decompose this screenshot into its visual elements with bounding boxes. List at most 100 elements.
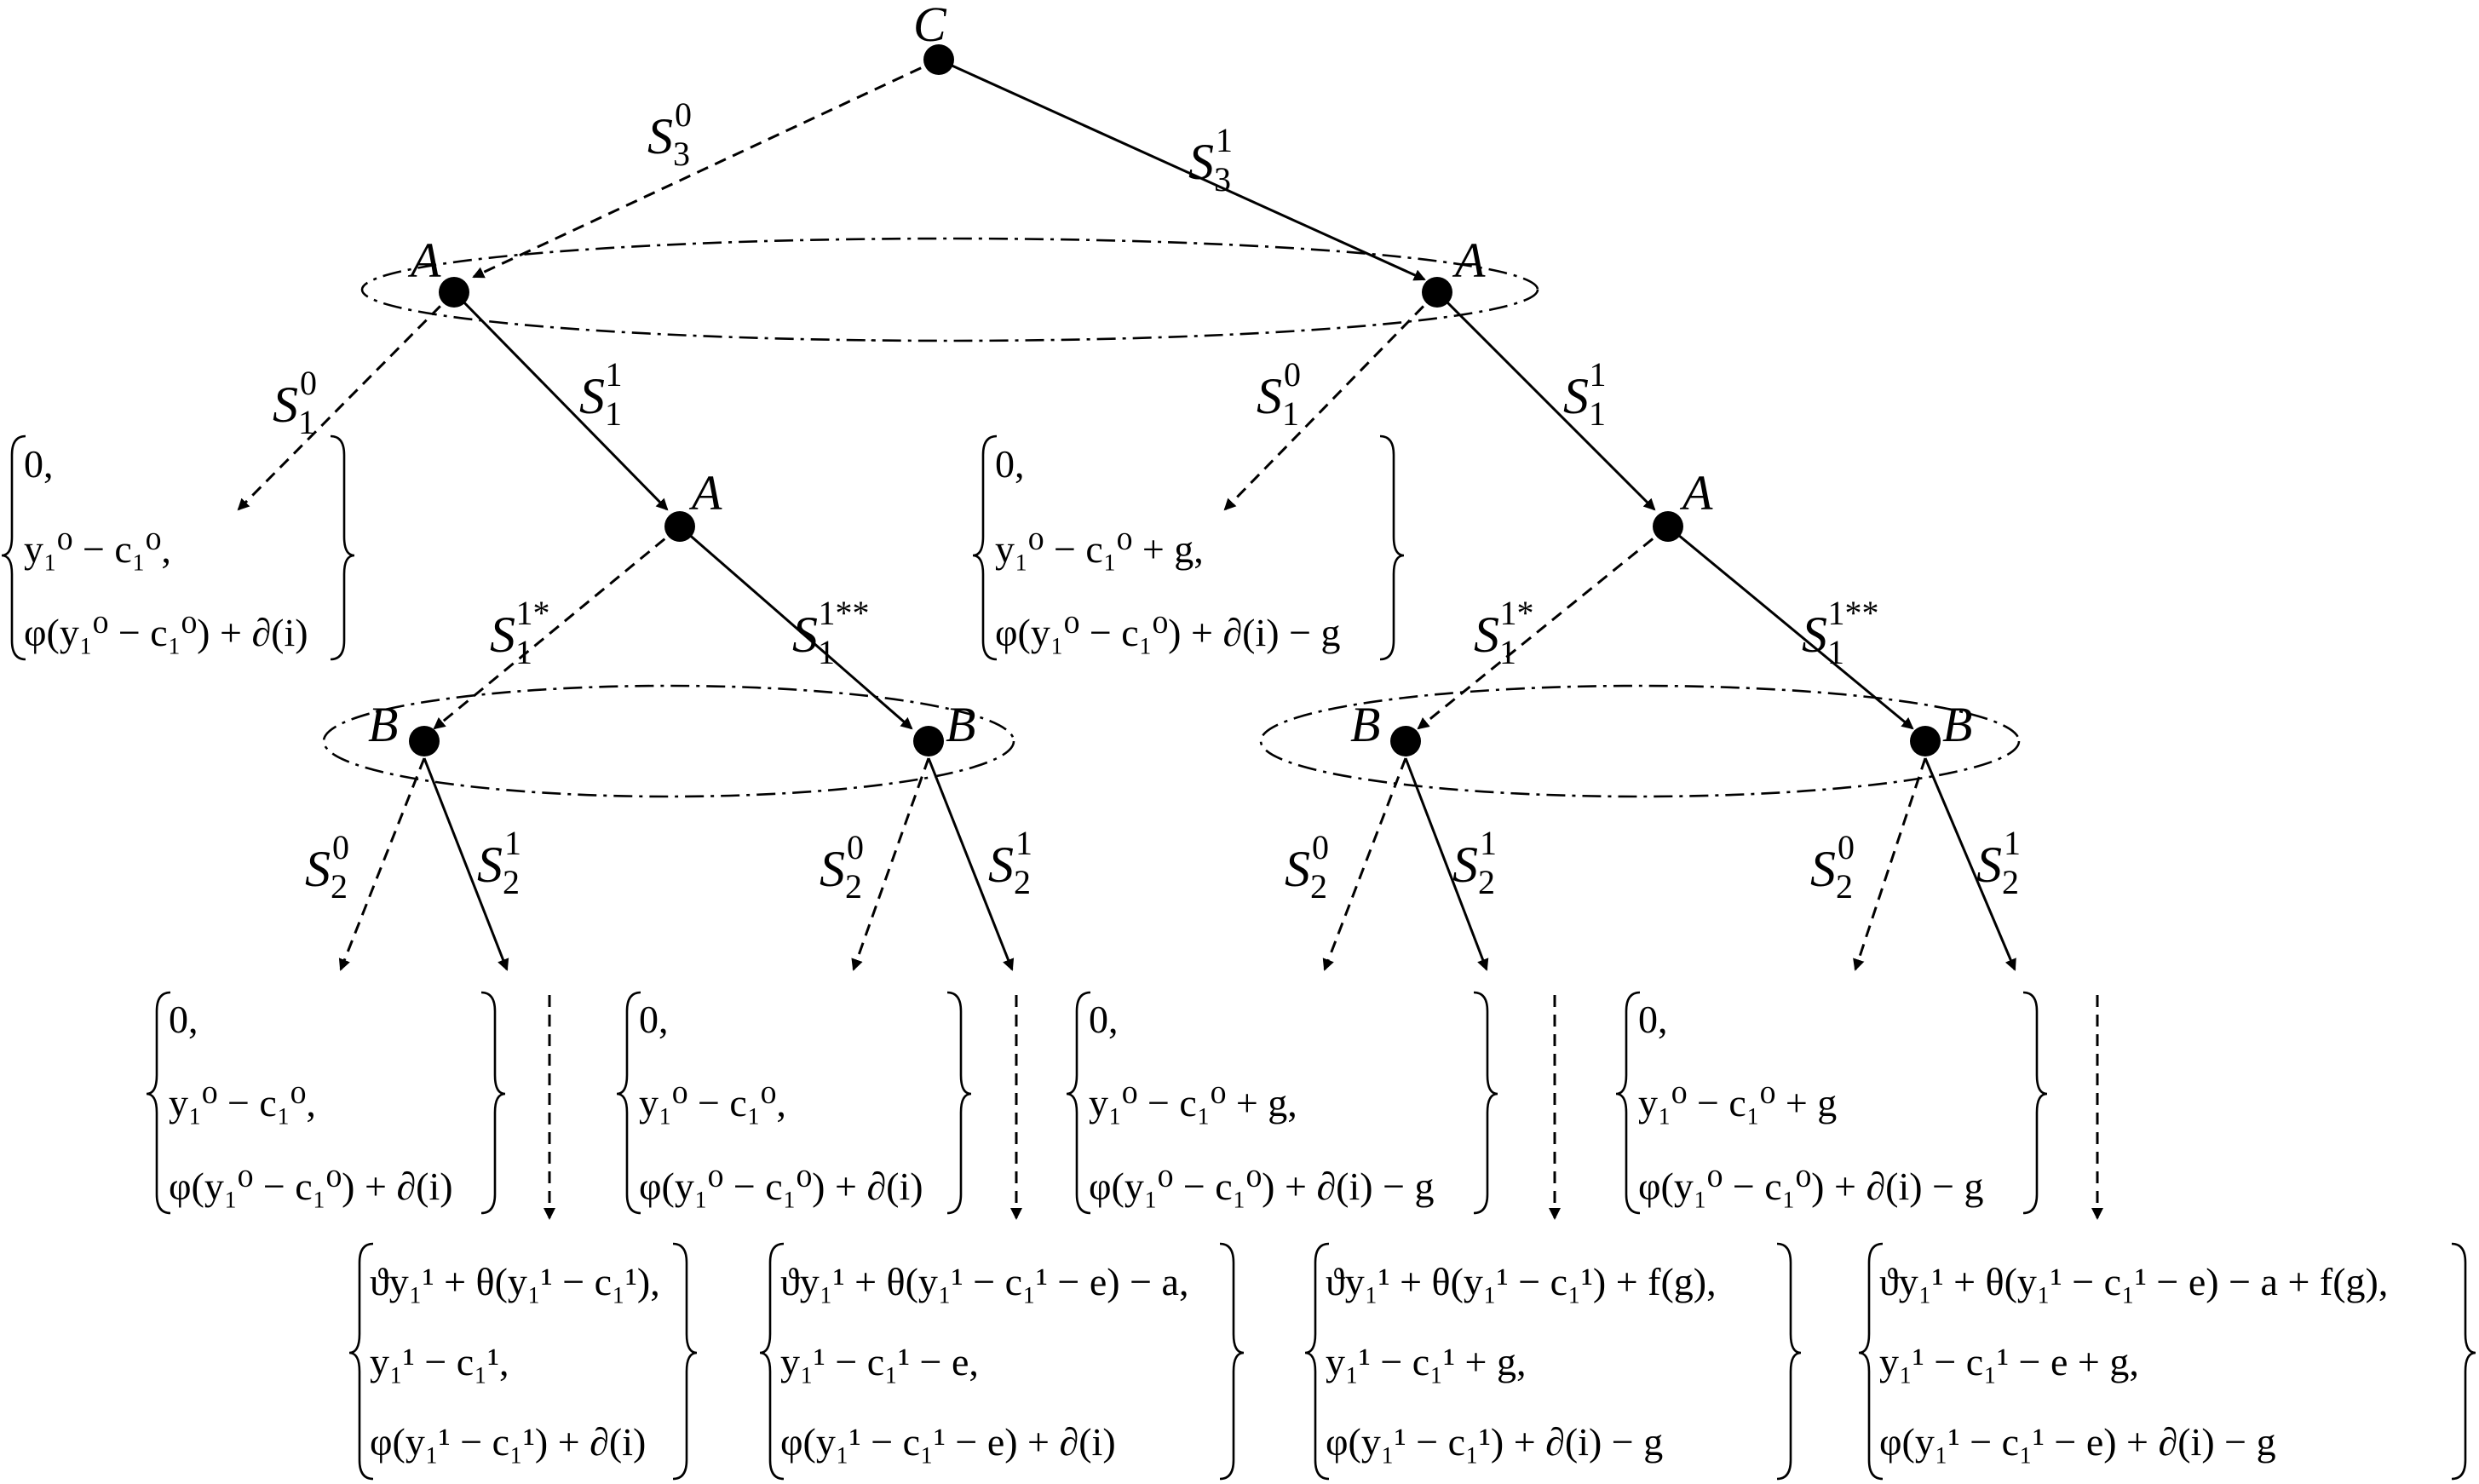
payoff-3-line-3: φ(y₁⁰ − c₁⁰) + ∂(i) (169, 1165, 453, 1208)
payoff-10-right-brace (2451, 1242, 2476, 1481)
edge-b3-s2-1 (1404, 757, 1489, 971)
payoff-2-left-brace (972, 434, 998, 661)
node-label-c: C (913, 0, 947, 52)
payoff-4: 0, y₁⁰ − c₁⁰, φ(y₁⁰ − c₁⁰) + ∂(i) (616, 991, 972, 1215)
edge-label-s1-1starstar-left: S11** (792, 594, 870, 671)
payoff-8: ϑy₁¹ + θ(y₁¹ − c₁¹ − e) − a, y₁¹ − c₁¹ −… (759, 1242, 1245, 1481)
payoffs: 0, y₁⁰ − c₁⁰, φ(y₁⁰ − c₁⁰) + ∂(i) 0, y₁⁰… (1, 434, 2476, 1481)
payoff-9-line-2: y₁¹ − c₁¹ + g, (1326, 1340, 1526, 1383)
payoff-7-line-1: ϑy₁¹ + θ(y₁¹ − c₁¹), (370, 1260, 660, 1303)
edge-a-mid-right-s1-1starstar (1667, 525, 1914, 730)
payoff-10-line-3: φ(y₁¹ − c₁¹ − e) + ∂(i) − g (1879, 1420, 2276, 1464)
payoff-10-line-1: ϑy₁¹ + θ(y₁¹ − c₁¹ − e) − a + f(g), (1879, 1260, 2388, 1303)
info-set-b-right (1259, 684, 2021, 798)
node-label-b2: B (946, 697, 975, 752)
payoff-4-left-brace (616, 991, 641, 1215)
edge-label-s2-1-b1: S21 (477, 824, 521, 901)
edge-label-s1-1-left: S11 (579, 355, 623, 433)
edge-label-s1-1star-left: S11* (490, 594, 550, 671)
payoff-4-line-3: φ(y₁⁰ − c₁⁰) + ∂(i) (639, 1165, 923, 1208)
payoff-4-right-brace (946, 991, 972, 1215)
info-set-a (360, 237, 1539, 342)
payoff-2-line-2: y₁⁰ − c₁⁰ + g, (995, 527, 1204, 571)
payoff-3-right-brace (480, 991, 506, 1215)
node-c (923, 44, 954, 75)
edge-b1-s2-1 (423, 757, 509, 971)
edge-labels: S30 S31 S10 S11 S10 S11 S11* S11** S11* … (273, 95, 2021, 906)
edge-label-s2-0-b3: S20 (1285, 828, 1329, 906)
edge-b4-s2-0 (1853, 757, 1927, 971)
payoff-9-left-brace (1304, 1242, 1330, 1481)
payoff-6-line-3: φ(y₁⁰ − c₁⁰) + ∂(i) − g (1638, 1165, 1984, 1208)
edge-b2-s2-1 (927, 757, 1015, 971)
payoff-9-line-1: ϑy₁¹ + θ(y₁¹ − c₁¹) + f(g), (1326, 1260, 1717, 1303)
node-b3 (1390, 726, 1421, 756)
payoff-1-left-brace (1, 434, 26, 661)
payoff-6: 0, y₁⁰ − c₁⁰ + g φ(y₁⁰ − c₁⁰) + ∂(i) − g (1615, 991, 2048, 1215)
edge-b3-s2-0 (1322, 757, 1407, 971)
node-label-a-left: A (407, 233, 441, 288)
node-a-right (1422, 277, 1452, 308)
edge-b1-s2-0 (338, 757, 426, 971)
edge-label-s2-0-b1: S20 (305, 828, 349, 906)
payoff-5-line-1: 0, (1089, 998, 1119, 1041)
edge-label-s2-0-b2: S20 (820, 828, 864, 906)
node-a-mid-right (1653, 511, 1683, 542)
edge-a-right-s1-1 (1435, 290, 1656, 511)
edge-a-mid-left-s1-1star (433, 525, 681, 730)
payoff-9-line-3: φ(y₁¹ − c₁¹) + ∂(i) − g (1326, 1420, 1663, 1464)
node-b4 (1910, 726, 1941, 756)
edge-label-s1-1-right: S11 (1563, 355, 1607, 433)
payoff-1: 0, y₁⁰ − c₁⁰, φ(y₁⁰ − c₁⁰) + ∂(i) (1, 434, 355, 661)
payoff-10-left-brace (1858, 1242, 1884, 1481)
edge-label-s1-1star-right: S11* (1474, 594, 1534, 671)
payoff-2: 0, y₁⁰ − c₁⁰ + g, φ(y₁⁰ − c₁⁰) + ∂(i) − … (972, 434, 1405, 661)
payoff-8-left-brace (759, 1242, 785, 1481)
payoff-5-left-brace (1066, 991, 1091, 1215)
payoff-10: ϑy₁¹ + θ(y₁¹ − c₁¹ − e) − a + f(g), y₁¹ … (1858, 1242, 2476, 1481)
edge-label-s1-0-left: S10 (273, 364, 317, 441)
edge-c-s3-0 (472, 58, 940, 279)
edge-label-s1-1starstar-right: S11** (1802, 594, 1879, 671)
payoff-9-right-brace (1776, 1242, 1802, 1481)
payoff-5-line-3: φ(y₁⁰ − c₁⁰) + ∂(i) − g (1089, 1165, 1435, 1208)
edge-a-right-s1-0 (1223, 290, 1439, 511)
payoff-5: 0, y₁⁰ − c₁⁰ + g, φ(y₁⁰ − c₁⁰) + ∂(i) − … (1066, 991, 1498, 1215)
payoff-2-line-3: φ(y₁⁰ − c₁⁰) + ∂(i) − g (995, 611, 1341, 654)
edge-c-s3-1 (938, 58, 1426, 281)
node-label-b4: B (1942, 697, 1972, 752)
payoff-3-line-1: 0, (169, 998, 198, 1041)
node-b2 (913, 726, 944, 756)
payoff-5-right-brace (1473, 991, 1498, 1215)
edge-a-left-s1-0 (237, 290, 456, 511)
payoff-2-right-brace (1379, 434, 1405, 661)
payoff-4-line-1: 0, (639, 998, 669, 1041)
payoff-6-line-2: y₁⁰ − c₁⁰ + g (1638, 1081, 1837, 1125)
payoff-7-line-3: φ(y₁¹ − c₁¹) + ∂(i) (370, 1420, 646, 1464)
payoff-1-line-3: φ(y₁⁰ − c₁⁰) + ∂(i) (24, 611, 308, 654)
edge-label-s3-0: S30 (647, 95, 692, 173)
nodes (409, 44, 1941, 756)
node-label-b3: B (1350, 697, 1380, 752)
payoff-1-right-brace (330, 434, 355, 661)
payoff-1-line-1: 0, (24, 442, 54, 486)
payoff-10-line-2: y₁¹ − c₁¹ − e + g, (1879, 1340, 2139, 1383)
payoff-6-left-brace (1615, 991, 1641, 1215)
edge-label-s3-1: S31 (1188, 121, 1233, 198)
edge-a-mid-right-s1-1star (1417, 525, 1669, 730)
payoff-3-left-brace (146, 991, 171, 1215)
payoff-8-line-1: ϑy₁¹ + θ(y₁¹ − c₁¹ − e) − a, (780, 1260, 1188, 1303)
payoff-3-line-2: y₁⁰ − c₁⁰, (169, 1081, 316, 1125)
edge-label-s2-1-b4: S21 (1976, 824, 2021, 901)
payoff-7-line-2: y₁¹ − c₁¹, (370, 1340, 509, 1383)
info-set-b-left (322, 684, 1015, 798)
edge-a-mid-left-s1-1starstar (679, 525, 913, 730)
payoff-8-line-3: φ(y₁¹ − c₁¹ − e) + ∂(i) (780, 1420, 1116, 1464)
node-label-b1: B (368, 697, 398, 752)
node-labels: C A A A A B B B B (368, 0, 1972, 752)
payoff-9: ϑy₁¹ + θ(y₁¹ − c₁¹) + f(g), y₁¹ − c₁¹ + … (1304, 1242, 1802, 1481)
payoff-6-right-brace (2022, 991, 2048, 1215)
edge-label-s2-1-b2: S21 (988, 824, 1032, 901)
payoff-7: ϑy₁¹ + θ(y₁¹ − c₁¹), y₁¹ − c₁¹, φ(y₁¹ − … (348, 1242, 698, 1481)
